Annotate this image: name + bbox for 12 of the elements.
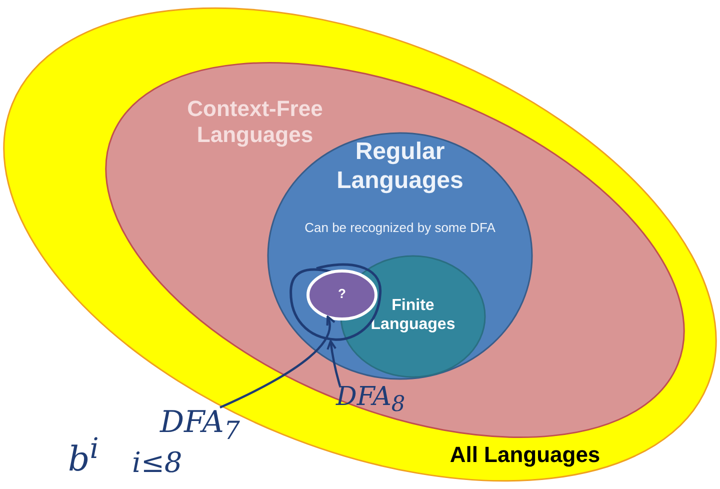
set-label: All Languages: [448, 442, 602, 468]
arrow: [220, 316, 335, 408]
handwritten-label: DFA$_{8}$: [336, 382, 406, 418]
handwritten-label: DFA$_{7}$: [160, 405, 240, 445]
handwritten-note: i≤8: [132, 446, 182, 479]
set-label: Regular Languages: [336, 138, 464, 196]
set-label: ?: [337, 286, 347, 302]
set-label: Context-Free Languages: [186, 96, 324, 149]
handwritten-note: b$^{i}$: [68, 432, 99, 480]
set-label: Finite Languages: [370, 296, 456, 334]
set-description: Can be recognized by some DFA: [304, 220, 496, 236]
arrow: [326, 340, 342, 386]
